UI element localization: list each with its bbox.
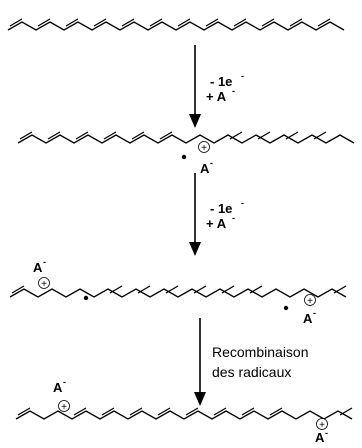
positive-charge-left-symbol: + xyxy=(41,279,47,290)
chain-two-polarons-backbone xyxy=(9,288,347,298)
positive-charge-bipolaron-right-symbol: + xyxy=(319,420,325,431)
chain-bipolaron-double-bonds xyxy=(17,407,353,416)
counterion-sup: - xyxy=(210,158,213,168)
positive-charge-symbol: + xyxy=(201,143,207,154)
step-1-label: - 1e - + A - xyxy=(206,71,244,104)
chain-neutral xyxy=(7,18,345,31)
chain-neutral-double-bonds xyxy=(9,18,331,27)
chain-polaron-double-bonds xyxy=(19,131,327,140)
counterion-left-sup: - xyxy=(43,257,46,267)
counterion-bipolaron-right-label: A xyxy=(315,430,325,445)
step-1-line1: - 1e xyxy=(210,74,232,89)
step-2-line2-sup: - xyxy=(232,213,235,223)
positive-charge-bipolaron-left-marker xyxy=(58,400,70,412)
chain-neutral-backbone xyxy=(7,21,345,31)
chain-bipolaron-backbone xyxy=(15,410,353,420)
arrow-step-3 xyxy=(194,318,206,406)
step-2-line1: - 1e xyxy=(210,201,232,216)
radical-dot xyxy=(181,154,187,160)
positive-charge-right-symbol: + xyxy=(307,296,313,307)
step-1-line1-sup: - xyxy=(241,71,244,81)
chain-polaron-backbone xyxy=(17,134,355,144)
positive-charge-marker xyxy=(198,141,210,153)
positive-charge-bipolaron-right-marker xyxy=(316,418,328,430)
counterion-left-label: A xyxy=(33,260,43,275)
arrow-step-1-head xyxy=(189,114,201,128)
radical-dot-left xyxy=(83,295,89,301)
step-2-line1-sup: - xyxy=(241,198,244,208)
positive-charge-left-marker xyxy=(38,277,50,289)
counterion-right-sup: - xyxy=(313,308,316,318)
counterion-bipolaron-left-sup: - xyxy=(63,377,66,387)
step-1-line2-sup: - xyxy=(232,86,235,96)
step-3-line1: Recombinaison xyxy=(212,344,309,360)
counterion-label: A xyxy=(200,161,210,176)
positive-charge-right-marker xyxy=(304,294,316,306)
counterion-bipolaron-right-sup: - xyxy=(325,428,328,438)
radical-dot-right xyxy=(283,305,289,311)
step-2-line2: + A xyxy=(206,216,227,231)
arrow-step-3-head xyxy=(194,392,206,406)
arrow-step-2-head xyxy=(189,242,201,256)
step-1-line2: + A xyxy=(206,89,227,104)
chain-two-polarons-double-bonds xyxy=(11,285,347,294)
positive-charge-bipolaron-left-symbol: + xyxy=(61,402,67,413)
step-3-label: Recombinaison des radicaux xyxy=(212,344,309,380)
chain-bipolaron: A - + + A - xyxy=(15,377,353,445)
counterion-bipolaron-left-label: A xyxy=(53,380,63,395)
counterion-right-label: A xyxy=(303,311,313,326)
step-3-line2: des radicaux xyxy=(212,364,291,380)
step-2-label: - 1e - + A - xyxy=(206,198,244,231)
arrow-step-1 xyxy=(189,45,201,128)
chain-polaron: + A - xyxy=(17,131,355,176)
arrow-step-2 xyxy=(189,173,201,256)
chain-two-polarons: A - + + A - xyxy=(9,257,347,326)
